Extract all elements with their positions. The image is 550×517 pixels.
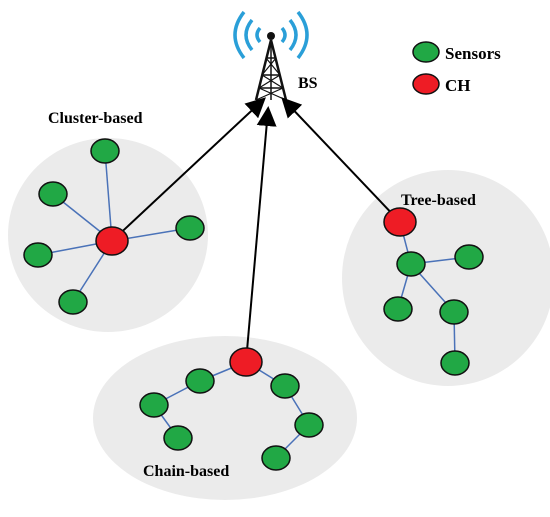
- tree-head-node: [383, 207, 417, 237]
- legend-sensors-label: Sensors: [445, 44, 501, 63]
- chain-sensor-node: [163, 425, 193, 451]
- cluster-head-node: [95, 226, 129, 256]
- legend-ch-label: CH: [445, 76, 471, 95]
- chain-sensor-node: [294, 412, 324, 438]
- cluster-sensor-node: [58, 289, 88, 315]
- tree-sensor-node: [454, 244, 484, 270]
- tree-sensor-node: [440, 350, 470, 376]
- cluster-based-label: Cluster-based: [48, 110, 143, 127]
- chain-head-node: [229, 347, 263, 377]
- chain-sensor-node: [270, 373, 300, 399]
- uplink-arrows: [111, 97, 401, 363]
- legend-sensor-icon: [412, 41, 440, 63]
- chain-sensor-node: [139, 392, 169, 418]
- cluster-sensor-node: [175, 215, 205, 241]
- bs-label: BS: [298, 75, 318, 92]
- tree-sensor-node: [439, 299, 469, 325]
- chain-sensor-node: [261, 445, 291, 471]
- cluster-sensor-node: [38, 181, 68, 207]
- radio-tower-icon: [233, 10, 309, 101]
- tree-sensor-node: [383, 296, 413, 322]
- chain-uplink-arrow: [245, 106, 277, 363]
- tree-sensor-node: [396, 251, 426, 277]
- chain-sensor-node: [185, 368, 215, 394]
- tree-based-label: Tree-based: [401, 192, 476, 209]
- cluster-sensor-node: [23, 242, 53, 268]
- chain-based-label: Chain-based: [143, 463, 229, 480]
- cluster-uplink-arrow: [111, 97, 266, 242]
- tree-uplink-arrow: [281, 97, 401, 223]
- cluster-sensor-node: [90, 138, 120, 164]
- legend-ch-icon: [412, 73, 440, 95]
